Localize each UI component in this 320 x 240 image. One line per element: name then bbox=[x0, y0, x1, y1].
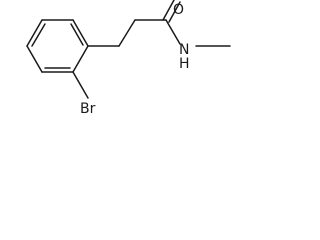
ring-bond-c-d bbox=[72, 19, 89, 47]
c-n-bond bbox=[165, 19, 181, 45]
ring-double-a-b bbox=[31, 23, 46, 47]
ring-bond-d-e bbox=[72, 45, 89, 73]
nitrogen-label: N bbox=[179, 42, 189, 58]
carbonyl-bond-a bbox=[162, 0, 175, 21]
ring-double-c-d bbox=[70, 23, 84, 46]
molecule-svg: O NH Br bbox=[26, 0, 231, 117]
oxygen-label: O bbox=[173, 2, 184, 18]
bromine-label: Br bbox=[80, 101, 96, 117]
chain-bond-2 bbox=[118, 19, 136, 47]
c-br-bond bbox=[72, 71, 89, 99]
hydrogen-label: H bbox=[179, 56, 190, 72]
ring-bond-f-a bbox=[26, 45, 43, 73]
ring-bond-a-b bbox=[26, 19, 43, 47]
carbonyl-bond-b bbox=[168, 1, 181, 23]
